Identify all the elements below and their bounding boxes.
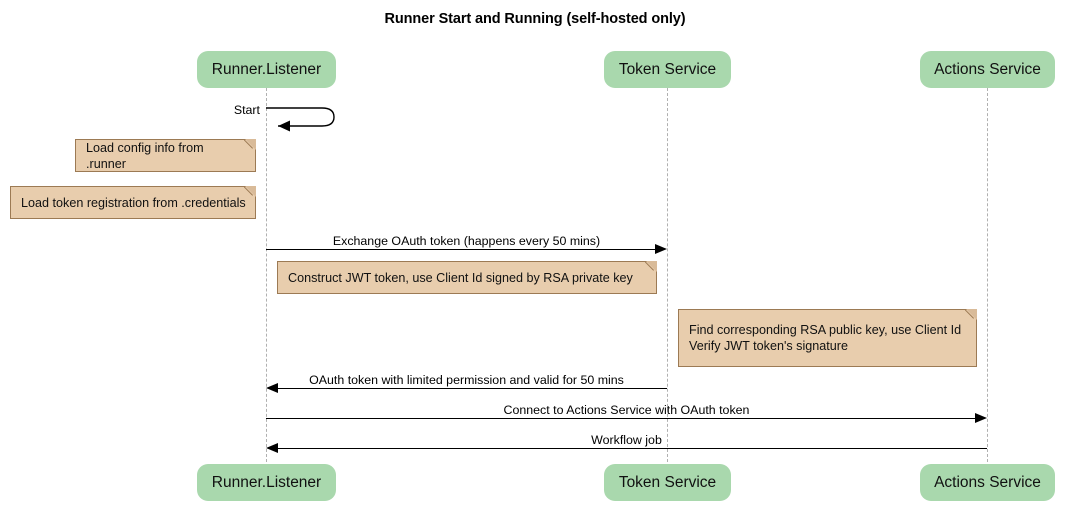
message-line-oauth-return (278, 388, 667, 389)
note-text: Find corresponding RSA public key, use C… (689, 323, 962, 353)
note-fold-edge-icon (965, 309, 977, 321)
note-fold-edge-icon (244, 139, 256, 151)
message-line-exchange (266, 249, 656, 250)
participant-label: Actions Service (934, 60, 1041, 78)
note-construct-jwt: Construct JWT token, use Client Id signe… (277, 261, 657, 294)
message-label-oauth-return: OAuth token with limited permission and … (309, 373, 624, 387)
message-label-exchange: Exchange OAuth token (happens every 50 m… (332, 234, 601, 248)
message-arrowhead-workflow-job (266, 443, 278, 453)
page-title: Runner Start and Running (self-hosted on… (384, 11, 686, 27)
participant-actions-bottom[interactable]: Actions Service (920, 464, 1055, 501)
lifeline-token (667, 88, 668, 462)
note-text: Load config info from .runner (86, 140, 204, 171)
participant-label: Runner.Listener (211, 473, 322, 491)
note-load-config: Load config info from .runner (75, 139, 256, 172)
lifeline-runner (266, 88, 267, 462)
message-arrowhead-exchange (655, 244, 667, 254)
note-fold-edge-icon (645, 261, 657, 273)
participant-runner-top[interactable]: Runner.Listener (197, 51, 336, 88)
note-text: Load token registration from .credential… (21, 195, 246, 210)
participant-label: Runner.Listener (211, 60, 322, 78)
participant-label: Token Service (618, 473, 717, 491)
note-verify-jwt: Find corresponding RSA public key, use C… (678, 309, 977, 367)
lifeline-actions (987, 88, 988, 462)
message-arrow-start (266, 107, 335, 132)
message-label-connect-actions: Connect to Actions Service with OAuth to… (503, 403, 750, 417)
message-label-workflow-job: Workflow job (591, 433, 662, 447)
participant-token-bottom[interactable]: Token Service (604, 464, 731, 501)
note-load-credentials: Load token registration from .credential… (10, 186, 256, 219)
participant-actions-top[interactable]: Actions Service (920, 51, 1055, 88)
participant-label: Token Service (618, 60, 717, 78)
message-line-connect-actions (266, 418, 976, 419)
participant-token-top[interactable]: Token Service (604, 51, 731, 88)
participant-runner-bottom[interactable]: Runner.Listener (197, 464, 336, 501)
message-arrowhead-connect-actions (975, 413, 987, 423)
message-arrowhead-oauth-return (266, 383, 278, 393)
message-label-start: Start (233, 103, 260, 117)
note-fold-edge-icon (244, 186, 256, 198)
participant-label: Actions Service (934, 473, 1041, 491)
note-text: Construct JWT token, use Client Id signe… (288, 270, 633, 285)
message-line-workflow-job (278, 448, 987, 449)
